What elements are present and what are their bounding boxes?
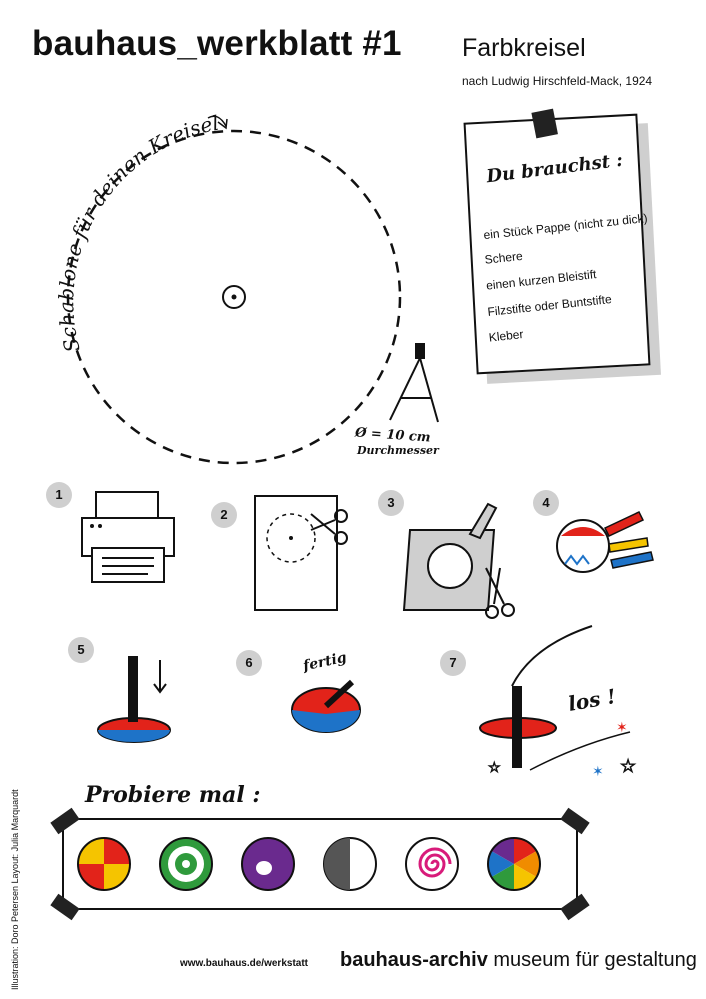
website-url[interactable]: www.bauhaus.de/werkstatt: [180, 958, 308, 969]
tape-strip: [531, 108, 558, 139]
step-number: 1: [46, 482, 72, 508]
disc-rainbow: [487, 837, 541, 891]
compass-icon: [389, 343, 439, 423]
example-discs: [77, 837, 541, 891]
materials-item: Kleber: [488, 327, 525, 345]
disc-half-grey: [323, 837, 377, 891]
examples-tray: [50, 807, 590, 921]
credits: Illustration: Doro Petersen Layout: Juli…: [10, 789, 20, 990]
template-circle: Schablone für deinen Kreisel: [54, 111, 439, 465]
done-label: fertig: [301, 649, 349, 675]
svg-text:Schablone für deinen Kreisel: Schablone für deinen Kreisel: [54, 111, 220, 355]
materials-item: einen kurzen Bleistift: [485, 267, 598, 293]
svg-text:☆: ☆: [488, 759, 501, 775]
materials-item: ein Stück Pappe (nicht zu dick): [482, 210, 649, 243]
materials-heading: Du brauchst :: [485, 149, 625, 188]
disc-purple: [241, 837, 295, 891]
hand-spin-icon: ✶ ✶ ☆ ☆: [479, 625, 637, 779]
svg-text:✶: ✶: [616, 719, 628, 735]
pencil-disc-icon: [97, 656, 171, 743]
spinning-top-icon: [291, 679, 361, 733]
materials-item: Filzstifte oder Buntstifte: [486, 291, 613, 319]
svg-text:✶: ✶: [592, 763, 604, 779]
brand-name: bauhaus-archiv: [340, 949, 488, 971]
step-number: 6: [236, 650, 262, 676]
color-disc-icon: [556, 511, 654, 573]
page-title: bauhaus_werkblatt #1: [32, 24, 402, 63]
disc-spiral: [405, 837, 459, 891]
step-number: 4: [533, 490, 559, 516]
printer-icon: [81, 491, 175, 583]
disc-rings: [159, 837, 213, 891]
attribution-line: nach Ludwig Hirschfeld-Mack, 1924: [462, 74, 653, 88]
step-number: 2: [211, 502, 237, 528]
step-number: 7: [440, 650, 466, 676]
glue-cardboard-icon: [402, 502, 515, 619]
page-subtitle: Farbkreisel: [462, 34, 586, 62]
svg-text:☆: ☆: [620, 756, 636, 776]
cut-template-icon: [254, 495, 348, 611]
try-heading: Probiere mal :: [85, 782, 261, 808]
note-sheet: Du brauchst : ein Stück Pappe (nicht zu …: [463, 108, 651, 375]
brand-tagline: museum für gestaltung: [487, 949, 697, 971]
step-number: 5: [68, 637, 94, 663]
materials-item: Schere: [484, 248, 524, 267]
diameter-label: Durchmesser: [357, 444, 439, 457]
brand-logo: bauhaus-archiv museum für gestaltung: [340, 949, 697, 972]
materials-note: Du brauchst : ein Stück Pappe (nicht zu …: [463, 108, 651, 376]
template-arc-label: Schablone für deinen Kreisel: [54, 111, 220, 355]
disc-quarters: [77, 837, 131, 891]
step-number: 3: [378, 490, 404, 516]
